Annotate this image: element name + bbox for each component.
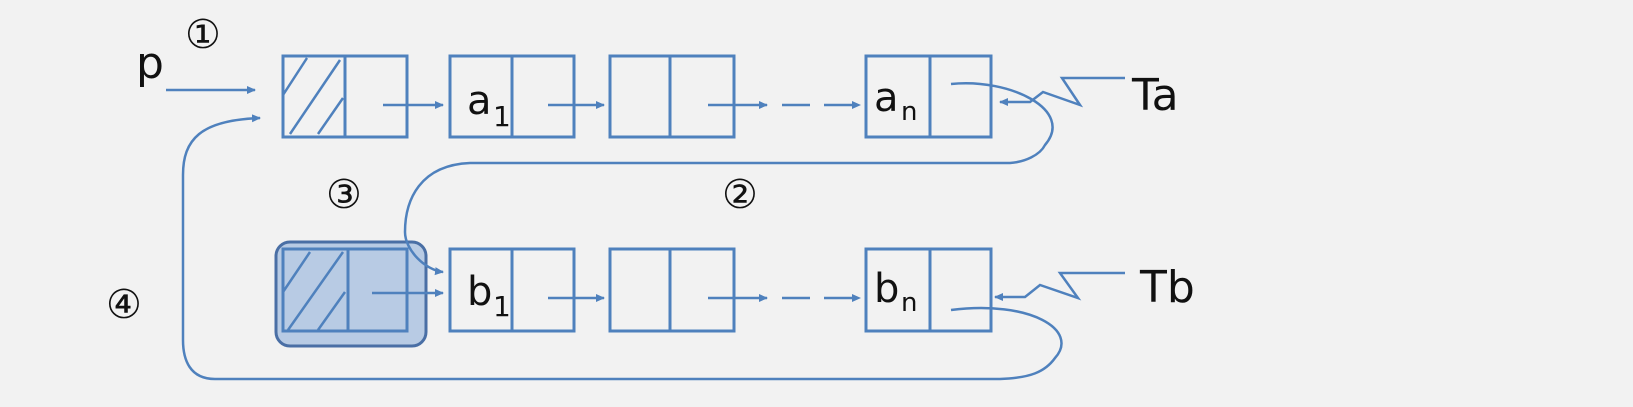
list-a-node-an: a n bbox=[864, 54, 993, 139]
p-pointer-label: p bbox=[136, 38, 164, 89]
a1-subscript: 1 bbox=[493, 100, 511, 133]
list-a-node-middle bbox=[608, 54, 736, 139]
a1-label: a bbox=[467, 78, 492, 124]
list-b-node-bn: b n bbox=[864, 247, 993, 333]
an-subscript: n bbox=[901, 97, 917, 127]
step-4-marker: ④ bbox=[106, 282, 142, 328]
step-1-marker: ① bbox=[185, 12, 221, 58]
step-3-marker: ③ bbox=[326, 172, 362, 218]
curve-an-to-b1 bbox=[403, 82, 1054, 276]
bn-label: b bbox=[874, 266, 899, 312]
list-b-node-middle bbox=[608, 247, 736, 333]
head-hatch bbox=[281, 57, 345, 135]
curve-bn-to-head bbox=[181, 114, 1063, 381]
bn-subscript: n bbox=[901, 288, 917, 318]
step-2-marker: ② bbox=[722, 172, 758, 218]
b1-subscript: 1 bbox=[493, 290, 511, 323]
tb-pointer-arrow bbox=[994, 271, 1125, 301]
list-a-head-node bbox=[281, 54, 409, 139]
ta-pointer-arrow bbox=[999, 76, 1125, 108]
tb-pointer-label: Tb bbox=[1139, 262, 1195, 313]
b1-label: b bbox=[467, 269, 492, 315]
ta-pointer-label: Ta bbox=[1131, 70, 1179, 121]
list-b-node-b1: b 1 bbox=[448, 247, 576, 333]
an-label: a bbox=[874, 75, 899, 121]
list-a-node-a1: a 1 bbox=[448, 54, 576, 139]
head-b-hatch bbox=[281, 251, 347, 331]
